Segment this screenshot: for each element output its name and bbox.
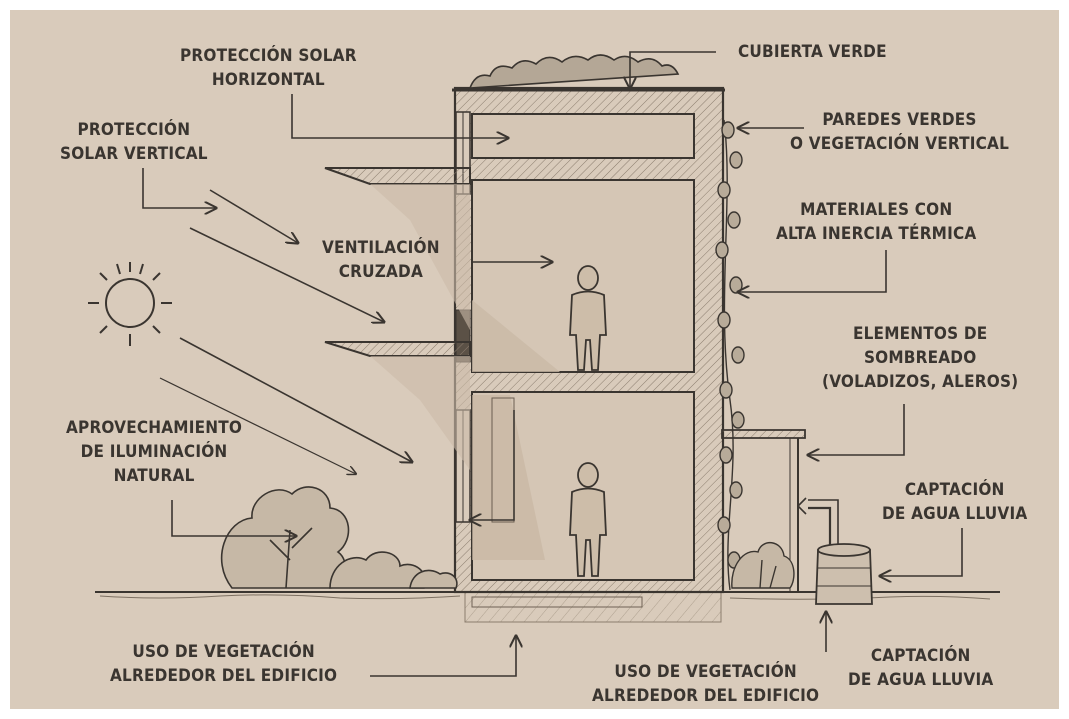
label-proteccion-solar-vertical: PROTECCIÓN SOLAR VERTICAL bbox=[60, 120, 208, 164]
label-cubierta-verde: CUBIERTA VERDE bbox=[738, 42, 887, 62]
label-uso-vegetacion-1: USO DE VEGETACIÓN ALREDEDOR DEL EDIFICIO bbox=[110, 642, 338, 686]
label-elementos-sombreado: ELEMENTOS DE SOMBREADO (VOLADIZOS, ALERO… bbox=[822, 324, 1019, 392]
bush-right bbox=[731, 542, 795, 589]
person-figure-lower bbox=[569, 462, 607, 577]
rain-barrel-icon bbox=[796, 497, 873, 605]
label-paredes-verdes: PAREDES VERDES O VEGETACIÓN VERTICAL bbox=[790, 110, 1010, 154]
sun-icon bbox=[88, 262, 172, 346]
label-captacion-agua-lluvia-2: CAPTACIÓN DE AGUA LLUVIA bbox=[848, 646, 994, 690]
bush-left bbox=[220, 486, 458, 589]
vertical-vegetation bbox=[715, 119, 745, 591]
sun-ray-arrows bbox=[159, 189, 412, 474]
green-roof bbox=[468, 54, 680, 89]
label-ventilacion-cruzada: VENTILACIÓN CRUZADA bbox=[322, 238, 440, 282]
label-uso-vegetacion-2: USO DE VEGETACIÓN ALREDEDOR DEL EDIFICIO bbox=[592, 662, 820, 706]
label-aprovechamiento-iluminacion: APROVECHAMIENTO DE ILUMINACIÓN NATURAL bbox=[66, 418, 243, 486]
overhangs bbox=[324, 167, 806, 592]
callout-arrows bbox=[142, 51, 963, 677]
label-captacion-agua-lluvia-1: CAPTACIÓN DE AGUA LLUVIA bbox=[882, 480, 1028, 524]
person-figure-upper bbox=[569, 265, 607, 371]
label-materiales-inercia: MATERIALES CON ALTA INERCIA TÉRMICA bbox=[776, 200, 977, 244]
building-section bbox=[452, 86, 725, 594]
foundation-slab bbox=[471, 596, 643, 608]
label-proteccion-solar-horizontal: PROTECCIÓN SOLAR HORIZONTAL bbox=[180, 46, 357, 90]
